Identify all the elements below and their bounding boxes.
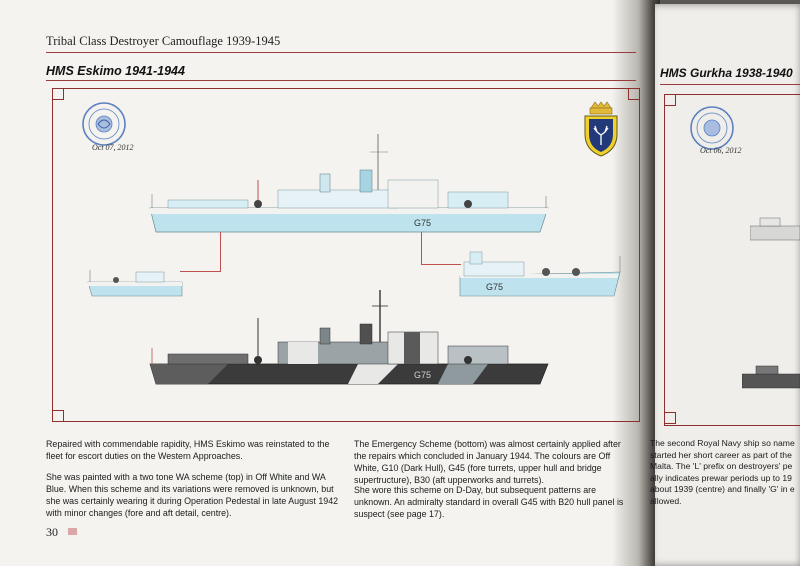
frame-corner-tl xyxy=(52,88,64,100)
ship-profile-wa-scheme: G75 xyxy=(148,130,558,245)
right-ship-profile-bottom xyxy=(741,364,800,395)
right-paragraph-line: ally indicates prewar periods up to 19 xyxy=(650,472,792,483)
illustration-frame xyxy=(52,88,640,422)
running-head: Tribal Class Destroyer Camouflage 1939-1… xyxy=(46,34,281,48)
right-section-title: HMS Gurkha 1938-1940 xyxy=(660,66,793,80)
hull-number-centre: G75 xyxy=(486,282,503,292)
paragraph-emergency-scheme: The Emergency Scheme (bottom) was almost… xyxy=(354,439,621,485)
right-title-rule xyxy=(660,84,800,85)
right-paragraph-line: allowed. xyxy=(650,495,682,506)
book-gutter xyxy=(612,0,660,566)
folio-marker xyxy=(68,528,77,535)
callout-line-fore-horizontal xyxy=(421,264,461,265)
hull-number-top: G75 xyxy=(414,218,431,228)
right-ship-profile-top xyxy=(749,216,800,247)
hull-number-bottom: G75 xyxy=(414,370,431,380)
ship-profile-emergency-scheme: G75 xyxy=(148,288,558,393)
frame-corner-tr xyxy=(628,88,640,100)
stamp-date: Oct 07, 2012 xyxy=(92,143,134,152)
callout-line-fore-vertical xyxy=(421,232,422,264)
ship-crest xyxy=(582,100,620,163)
right-paragraph-line: Malta. The 'L' prefix on destroyers' pe xyxy=(650,461,793,471)
paragraph-reinstated: Repaired with commendable rapidity, HMS … xyxy=(46,439,330,461)
collection-stamp xyxy=(80,100,150,165)
right-illustration-frame xyxy=(664,94,800,426)
section-title: HMS Eskimo 1941-1944 xyxy=(46,64,185,78)
right-paragraph-line: started her short career as part of the xyxy=(650,449,792,460)
right-paragraph-line: about 1939 (centre) and finally 'G' in e xyxy=(650,484,795,494)
callout-line-aft-vertical xyxy=(220,232,221,272)
paragraph-d-day: She wore this scheme on D-Day, but subse… xyxy=(354,485,624,519)
right-paragraph: The second Royal Navy ship so name start… xyxy=(650,438,795,507)
right-stamp-date: Oct 06, 2012 xyxy=(700,146,742,155)
right-collection-stamp xyxy=(688,104,738,159)
frame-corner-bl xyxy=(52,410,64,422)
right-frame-corner-bl xyxy=(664,412,676,424)
ship-detail-fore: G75 xyxy=(456,248,626,307)
title-rule xyxy=(46,80,636,81)
paragraph-wa-scheme: She was painted with a two tone WA schem… xyxy=(46,472,339,518)
right-page xyxy=(655,4,800,566)
page-number: 30 xyxy=(46,525,58,539)
right-paragraph-line: The second Royal Navy ship so name xyxy=(650,438,795,448)
callout-line-aft-horizontal xyxy=(180,271,221,272)
right-frame-corner-tl xyxy=(664,94,676,106)
header-rule xyxy=(46,52,636,53)
ship-detail-aft xyxy=(86,262,186,307)
